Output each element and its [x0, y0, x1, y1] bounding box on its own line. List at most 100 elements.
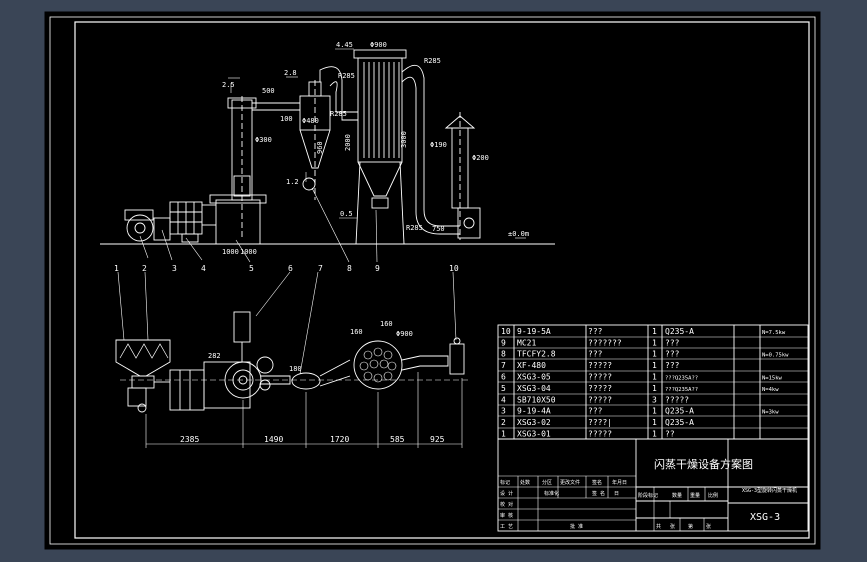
parts-cell-qty: 3: [652, 395, 657, 404]
parts-cell-no: 6: [501, 373, 506, 382]
parts-cell-note: N=4kw: [762, 387, 779, 393]
parts-cell-qty: 1: [652, 373, 657, 382]
tb-stage: 阶段标记: [638, 492, 658, 499]
parts-cell-note: N=15kw: [762, 376, 783, 382]
exhaust-duct: [401, 64, 460, 227]
dim-r285-d: R285: [406, 224, 423, 232]
parts-cell-name: ???: [588, 407, 603, 416]
plan-dim-282: 282: [208, 352, 221, 360]
tb-standard: 标准化: [544, 490, 559, 497]
bag-filter-9-leg: [355, 161, 361, 245]
parts-cell-name: ?????: [588, 430, 612, 439]
parts-cell-code: TFCFY2.8: [517, 350, 556, 359]
plan-dim-1490: 1490: [264, 435, 283, 444]
dim-480: Φ480: [302, 117, 319, 125]
callout-7: 7: [318, 264, 323, 273]
parts-cell-code: XSG3-04: [517, 384, 551, 393]
parts-cell-qty: 1: [652, 327, 657, 336]
parts-cell-code: 9-19-5A: [517, 327, 551, 336]
plan-dim-2385: 2385: [180, 435, 199, 444]
tb-total: 共: [656, 523, 661, 530]
parts-cell-no: 3: [501, 407, 506, 416]
parts-cell-name: ???: [588, 327, 603, 336]
plan-bagfilter: [353, 340, 403, 390]
tb-h-sign: 签名: [592, 479, 602, 486]
dim-ground: ±0.0m: [508, 230, 529, 238]
duct-to-bagfilter-inner: [329, 81, 358, 113]
plan-duct-2: [319, 359, 351, 387]
plan-cyclone: [256, 356, 274, 374]
parts-cell-code: XSG3-02: [517, 418, 551, 427]
tb-design-date: 日: [614, 491, 619, 497]
tb-left-grid: [498, 475, 706, 531]
dryer-motor: [233, 175, 251, 197]
tb-h-count: 处数: [520, 479, 530, 486]
parts-rows: [498, 336, 808, 429]
fan-3-housing: [126, 214, 154, 242]
parts-cell-qty: 1: [652, 430, 657, 439]
fan-10-hub: [463, 217, 475, 229]
parts-cell-mat: Q235-A: [665, 327, 694, 336]
tb-review: 审 核: [500, 512, 513, 519]
outer-frame: [49, 16, 816, 545]
parts-cell-qty: 1: [652, 338, 657, 347]
dim-1000-a: 1000: [222, 248, 239, 256]
drawing-number: XSG-3: [750, 512, 780, 523]
parts-cell-mat: Q235-A: [665, 418, 694, 427]
drawing-sheet: [44, 11, 821, 550]
plan-dim-925: 925: [430, 435, 445, 444]
fan-10: [457, 207, 481, 239]
parts-cell-no: 2: [501, 418, 506, 427]
plan-dim-160b: 160: [380, 320, 393, 328]
callout-2: 2: [142, 264, 147, 273]
parts-cell-name: ?????: [588, 395, 612, 404]
parts-cell-code: 9-19-4A: [517, 407, 551, 416]
fan-3-motor: [124, 209, 154, 221]
parts-cell-mat: Q235-A: [665, 407, 694, 416]
plan-cyclone-7: [291, 372, 321, 390]
plan-dim-900: Φ900: [396, 330, 413, 338]
tb-h-mark: 标记: [500, 479, 510, 486]
parts-cell-note: N=0.75kw: [762, 353, 789, 359]
stack-cap: [444, 115, 476, 129]
plan-dim-585: 585: [390, 435, 405, 444]
parts-cell-name: ?????: [588, 361, 612, 370]
dim-500: 500: [262, 87, 275, 95]
drawing-title: 闪蒸干燥设备方案图: [654, 457, 753, 471]
parts-cell-qty: 1: [652, 361, 657, 370]
leader-lines: [228, 48, 526, 239]
plan-exhaust: [401, 355, 449, 371]
dim-r285-c: R285: [330, 110, 347, 118]
heater-5-top: [209, 194, 267, 204]
tb-sheet1: 张: [670, 523, 675, 530]
dim-960: 960: [316, 141, 324, 154]
parts-cell-name: ?????: [588, 373, 612, 382]
inner-frame: [74, 21, 810, 539]
bag-filter-9-leg: [399, 161, 405, 245]
parts-cell-mat: ???: [665, 350, 680, 359]
callout-10: 10: [449, 264, 459, 273]
parts-cell-code: XSG3-05: [517, 373, 551, 382]
dim-900-top: Φ900: [370, 41, 387, 49]
tb-qty: 数量: [672, 492, 682, 499]
dim-190: Φ190: [430, 141, 447, 149]
tb-process: 工 艺: [500, 524, 513, 530]
duct-to-bagfilter: [319, 66, 358, 121]
dim-12: 1.2: [286, 178, 299, 186]
parts-cell-name: ?????: [588, 384, 612, 393]
parts-cell-no: 1: [501, 430, 506, 439]
parts-cell-code: XF-480: [517, 361, 546, 370]
dim-445: 4.45: [336, 41, 353, 49]
feeder-hopper-zigzag: [119, 343, 169, 359]
feeder-motor: [137, 403, 147, 413]
parts-cell-qty: 1: [652, 384, 657, 393]
callout-8: 8: [347, 264, 352, 273]
parts-cell-no: 7: [501, 361, 506, 370]
cyclone-8-cone: [299, 129, 331, 169]
parts-cell-qty: 1: [652, 418, 657, 427]
tb-no: 第: [688, 523, 693, 530]
tb-h-zone: 分区: [542, 479, 552, 486]
plan-bagfilter-bags: [359, 347, 397, 383]
dim-3000: 3000: [400, 131, 408, 148]
tb-approve: 批 准: [570, 523, 583, 530]
